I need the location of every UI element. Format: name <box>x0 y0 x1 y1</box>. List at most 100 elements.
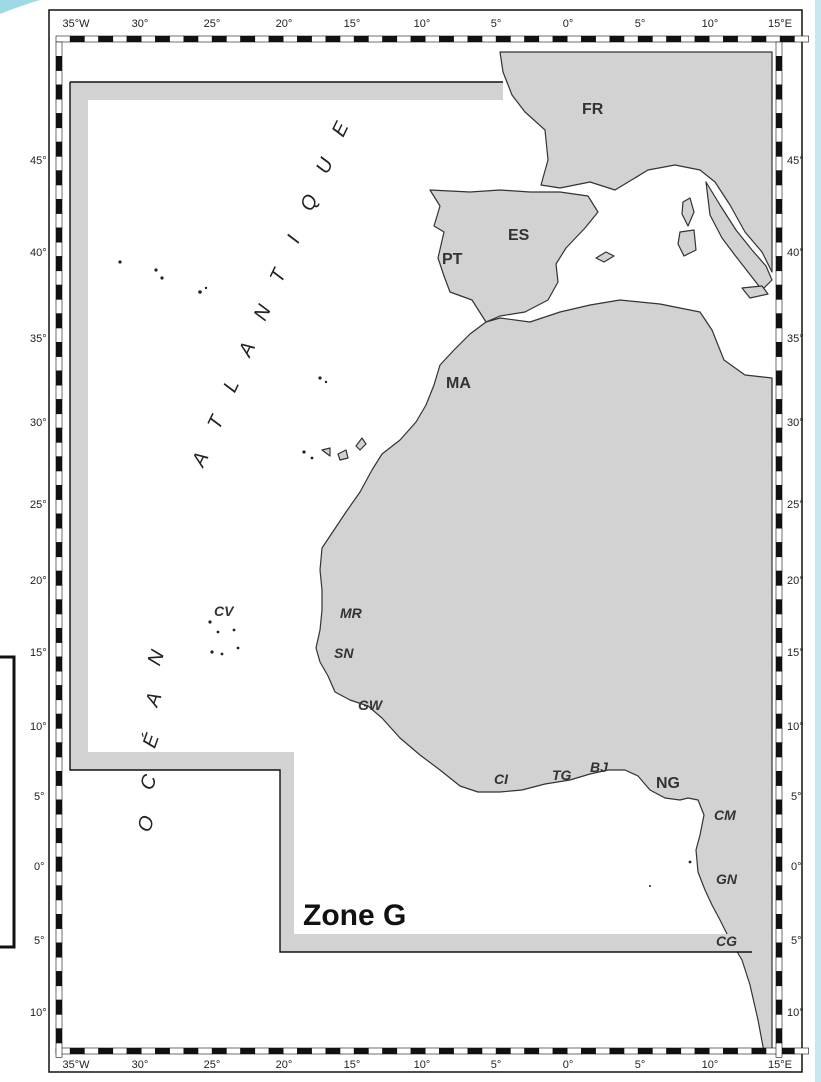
graticule-segment <box>623 1047 639 1055</box>
graticule-segment <box>55 899 63 915</box>
graticule-segment <box>410 1047 426 1055</box>
graticule-segment <box>169 1047 185 1055</box>
graticule-segment <box>623 35 639 43</box>
land-iberia <box>429 189 599 323</box>
graticule-segment <box>55 98 63 114</box>
graticule-segment <box>775 942 783 958</box>
graticule-segment <box>439 1047 454 1055</box>
graticule-segment <box>453 1047 469 1055</box>
graticule-segment <box>453 35 469 43</box>
lon-label-top: 5° <box>635 18 646 30</box>
graticule-segment <box>775 384 783 400</box>
lat-label-left: 30° <box>30 417 47 429</box>
lon-label-bottom: 30° <box>132 1059 149 1071</box>
graticule-segment <box>297 1047 312 1055</box>
graticule-segment <box>55 828 63 844</box>
graticule-segment <box>282 1047 298 1055</box>
graticule-segment <box>566 35 582 43</box>
land-canary-2 <box>355 437 367 451</box>
graticule-segment <box>775 713 783 729</box>
graticule-segment <box>126 1047 142 1055</box>
latitude-labels-right: 45° 40° 35° 30° 25° 20° 15° 10° 5° 0° 5°… <box>787 155 804 1019</box>
graticule-segment <box>775 999 783 1015</box>
graticule-segment <box>55 127 63 143</box>
land-canary-1 <box>337 449 349 461</box>
graticule-segment <box>55 670 63 686</box>
lon-label-top: 0° <box>563 18 574 30</box>
graticule-segment <box>55 484 63 500</box>
graticule-segment <box>311 1047 327 1055</box>
graticule-segment <box>55 313 63 329</box>
graticule-segment <box>55 227 63 243</box>
lat-label-right: 0° <box>791 861 802 873</box>
graticule-segment <box>353 35 369 43</box>
graticule-segment <box>197 1047 213 1055</box>
graticule-segment <box>775 427 783 443</box>
graticule-segment <box>775 256 783 272</box>
land-italy <box>705 181 773 291</box>
graticule-segment <box>55 341 63 357</box>
graticule-segment <box>84 1047 99 1055</box>
graticule-segment <box>775 113 783 129</box>
graticule-segment <box>254 35 270 43</box>
graticule-segment <box>55 999 63 1015</box>
graticule-segment <box>55 270 63 286</box>
graticule-segment <box>652 35 667 43</box>
graticule-segment <box>55 556 63 572</box>
graticule-segment <box>84 35 99 43</box>
graticule-segment <box>98 35 114 43</box>
graticule-segment <box>211 1047 227 1055</box>
lat-label-left: 35° <box>30 333 47 345</box>
graticule-segment <box>126 35 142 43</box>
graticule-segment <box>55 1042 63 1058</box>
graticule-segment <box>775 399 783 415</box>
graticule-segment <box>775 913 783 929</box>
graticule-segment <box>666 35 682 43</box>
graticule-segment <box>775 642 783 658</box>
country-label-cg: CG <box>716 933 737 949</box>
lon-label-top: 10° <box>414 18 431 30</box>
graticule-segment <box>226 35 241 43</box>
land-sardinia <box>677 229 697 257</box>
graticule-segment <box>775 442 783 457</box>
left-edge-frame <box>0 655 16 949</box>
right-edge-strip <box>815 0 821 1082</box>
lat-label-left: 0° <box>34 861 45 873</box>
graticule-segment <box>775 370 783 386</box>
graticule-segment <box>794 1047 809 1055</box>
graticule-segment <box>775 470 783 486</box>
graticule-segment <box>55 113 63 129</box>
graticule-segment <box>183 35 199 43</box>
graticule-segment <box>775 728 783 744</box>
country-label-ci: CI <box>494 771 509 787</box>
graticule-segment <box>55 513 63 529</box>
graticule-segment <box>183 1047 199 1055</box>
graticule-segment <box>69 1047 85 1055</box>
graticule-segment <box>55 613 63 629</box>
graticule-segment <box>775 413 783 429</box>
country-label-ma: MA <box>446 375 471 392</box>
graticule-segment <box>55 570 63 586</box>
graticule-segment <box>775 1042 783 1058</box>
graticule-segment <box>775 656 783 672</box>
graticule-segment <box>467 35 483 43</box>
graticule-segment <box>55 956 63 972</box>
graticule-segment <box>775 871 783 887</box>
graticule-segment <box>55 413 63 429</box>
islands <box>118 260 692 887</box>
ocean-letter: A <box>141 689 167 710</box>
graticule-segment <box>55 170 63 186</box>
graticule-segment <box>55 1014 63 1030</box>
graticule-segment <box>510 35 525 43</box>
graticule-segment <box>55 456 63 472</box>
graticule-segment <box>775 813 783 829</box>
graticule-segment <box>155 1047 170 1055</box>
lon-label-top: 30° <box>132 18 149 30</box>
latitude-labels-left: 45° 40° 35° 30° 25° 20° 15° 10° 5° 0° 5°… <box>30 155 47 1019</box>
graticule-segment <box>765 35 781 43</box>
corner-accent <box>0 0 40 14</box>
graticule-segment <box>112 1047 128 1055</box>
lon-label-bottom: 35°W <box>62 1059 90 1071</box>
lon-label-top: 35°W <box>62 18 90 30</box>
country-label-mr: MR <box>340 605 363 621</box>
